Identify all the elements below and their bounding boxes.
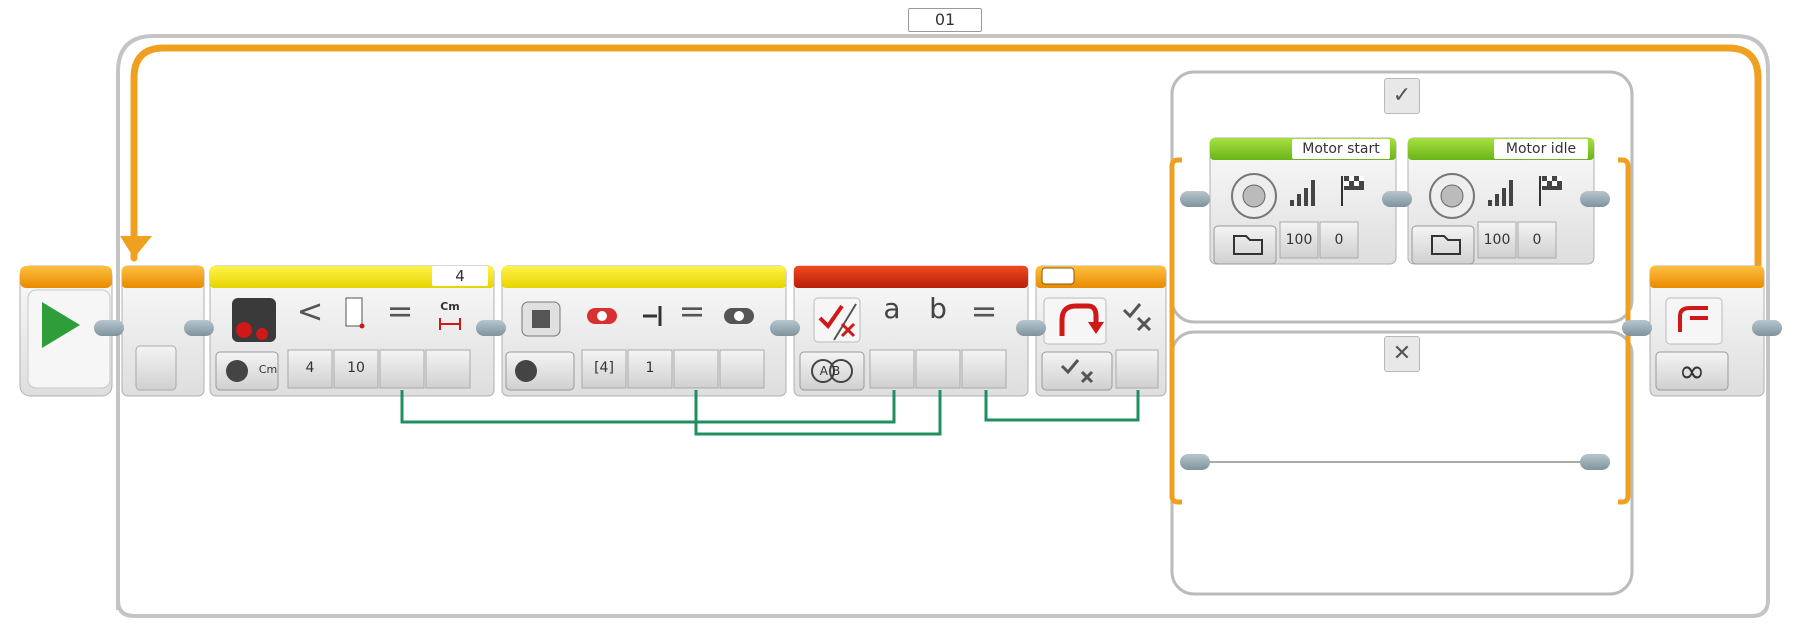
- compare-type-slot[interactable]: [287, 349, 333, 389]
- button-output-icon: [724, 308, 754, 324]
- speaker-icon: [1231, 173, 1277, 219]
- loop-name-label[interactable]: 01: [908, 8, 982, 32]
- mode-selector-button[interactable]: [1041, 351, 1113, 391]
- input-a-label: a: [883, 292, 901, 325]
- switch-block[interactable]: [1035, 265, 1167, 397]
- distance-output[interactable]: [425, 349, 471, 389]
- false-case-tab[interactable]: ✕: [1384, 336, 1420, 372]
- check-icon: ✓: [1392, 83, 1412, 108]
- folder-icon: [1233, 235, 1263, 255]
- sound-block-motor-start[interactable]: [1209, 137, 1397, 265]
- loop-icon: [1678, 306, 1708, 332]
- state-value: 1: [645, 360, 655, 376]
- brick-button-compare-block[interactable]: [501, 265, 787, 397]
- finish-flag-icon: [1539, 176, 1562, 206]
- pressed-state-icon: [643, 306, 662, 326]
- state-result-output[interactable]: [673, 349, 719, 389]
- logic-and-icon: [811, 359, 853, 383]
- button-ids-value: [4]: [594, 360, 614, 376]
- button-id-icon: [587, 308, 617, 324]
- input-a-slot[interactable]: [869, 349, 915, 389]
- volume-value: 100: [1483, 232, 1511, 248]
- compare-result-output[interactable]: [379, 349, 425, 389]
- mode-text-label: Cm: [258, 363, 278, 376]
- threshold-slot[interactable]: [333, 349, 379, 389]
- mode-selector-button[interactable]: [1411, 225, 1475, 265]
- loop-frame: [116, 34, 1770, 618]
- button-ids-slot[interactable]: [581, 349, 627, 389]
- switch-icon: [1059, 303, 1099, 336]
- ultrasonic-compare-block[interactable]: [209, 265, 495, 397]
- true-case-tab[interactable]: ✓: [1384, 78, 1420, 114]
- view-toggle-button[interactable]: [1041, 267, 1075, 285]
- button-id-output[interactable]: [719, 349, 765, 389]
- loop-flow-arrow: [120, 236, 152, 258]
- logic-mode-icon: [1060, 359, 1094, 384]
- input-b-slot[interactable]: [915, 349, 961, 389]
- play-type-slot[interactable]: [1319, 221, 1359, 259]
- logic-mode-label: AB: [819, 364, 845, 378]
- play-type-value: 0: [1334, 232, 1344, 248]
- input-b-label: b: [929, 292, 947, 325]
- sound-file-name[interactable]: Motor idle: [1494, 139, 1588, 159]
- compare-brick-button-icon: [515, 360, 537, 382]
- equals-symbol: =: [970, 292, 998, 330]
- brick-buttons-icon: [521, 301, 561, 337]
- loop-end-block[interactable]: [1649, 265, 1765, 397]
- compare-type-icon: [345, 297, 363, 327]
- logic-input-icon: [1122, 303, 1152, 332]
- volume-bars-icon: [1488, 180, 1513, 206]
- equals-symbol: =: [386, 292, 414, 330]
- equals-symbol: =: [678, 292, 706, 330]
- speaker-icon: [1429, 173, 1475, 219]
- play-type-slot[interactable]: [1517, 221, 1557, 259]
- volume-bars-icon: [1290, 180, 1315, 206]
- play-icon[interactable]: [42, 302, 80, 348]
- switch-frame: [1169, 70, 1634, 596]
- threshold-value: 10: [347, 360, 365, 376]
- infinity-icon: ∞: [1678, 352, 1706, 390]
- logic-operations-block[interactable]: [793, 265, 1029, 397]
- compare-distance-cm-icon: [226, 360, 248, 382]
- sequence-plugs[interactable]: [94, 191, 1782, 470]
- port-label[interactable]: 4: [432, 266, 488, 286]
- volume-slot[interactable]: [1477, 221, 1517, 259]
- volume-value: 100: [1285, 232, 1313, 248]
- loop-mode-button[interactable]: [1655, 351, 1729, 391]
- logic-result-output[interactable]: [961, 349, 1007, 389]
- mode-selector-button[interactable]: [1213, 225, 1277, 265]
- unit-label: Cm: [440, 300, 460, 313]
- logic-operations-icon: [813, 297, 861, 343]
- close-icon: ✕: [1392, 341, 1412, 366]
- switch-input-slot[interactable]: [1115, 349, 1159, 389]
- finish-flag-icon: [1341, 176, 1364, 206]
- cm-unit-icon: [439, 318, 461, 330]
- play-type-value: 0: [1532, 232, 1542, 248]
- ultrasonic-sensor-icon: [232, 298, 276, 342]
- sound-file-name[interactable]: Motor start: [1292, 139, 1390, 159]
- loop-flow-line: [130, 44, 1762, 272]
- folder-icon: [1431, 235, 1461, 255]
- data-wires: [400, 390, 1140, 436]
- volume-slot[interactable]: [1279, 221, 1319, 259]
- compare-symbol: <: [296, 292, 324, 330]
- compare-type-value: 4: [305, 360, 315, 376]
- state-slot[interactable]: [627, 349, 673, 389]
